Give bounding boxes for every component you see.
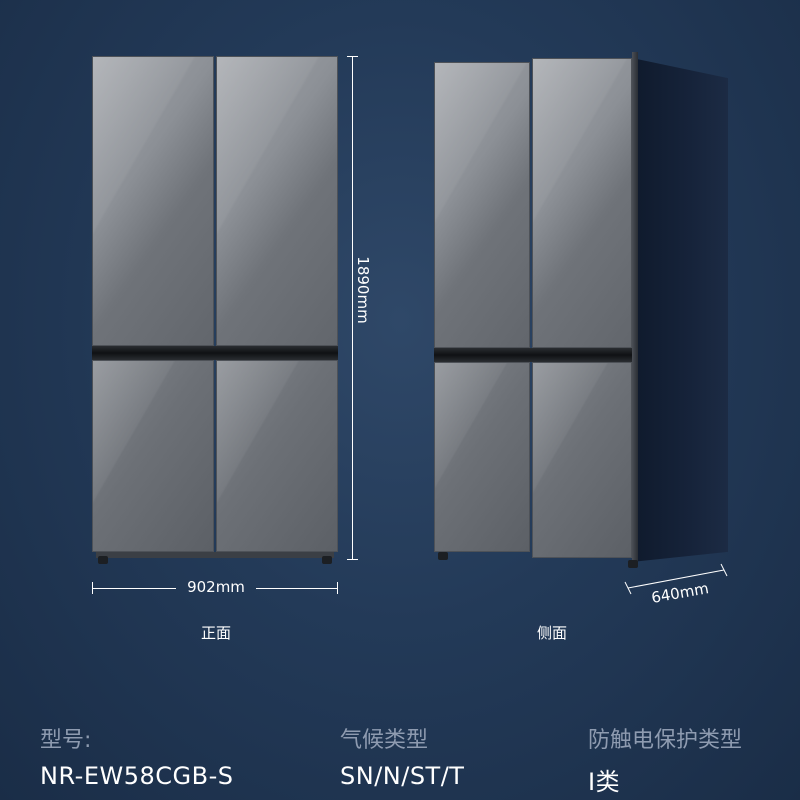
front-view-fridge-image: [92, 56, 338, 564]
height-dimension-line: [352, 56, 353, 560]
height-dimension-bottom-tick: [347, 559, 358, 560]
front-view-label: 正面: [200, 624, 231, 642]
climate-type-label: 气候类型: [340, 728, 429, 753]
depth-dimension-line: [624, 563, 728, 595]
side-left-foot: [438, 552, 448, 560]
model-label: 型号:: [40, 728, 92, 753]
upper-right-door: [216, 56, 338, 346]
shock-protection-label: 防触电保护类型: [588, 728, 743, 753]
shock-protection-value: I类: [588, 768, 621, 796]
side-right-foot: [628, 560, 638, 568]
side-upper-left-door: [434, 62, 530, 348]
width-dimension-left-tick: [92, 582, 93, 594]
height-dimension-top-tick: [347, 56, 358, 57]
lower-left-drawer: [92, 360, 214, 552]
width-dimension-right-tick: [337, 582, 338, 594]
center-handle-bar: [92, 346, 338, 360]
height-dimension-label: 1890mm: [354, 256, 372, 324]
lower-right-drawer: [216, 360, 338, 552]
climate-type-value: SN/N/ST/T: [340, 762, 465, 790]
base-trim: [96, 552, 334, 558]
width-dimension-line-left: [92, 588, 176, 589]
side-upper-right-door: [532, 58, 632, 348]
width-dimension-label: 902mm: [187, 578, 245, 596]
side-panel: [632, 58, 728, 562]
side-center-handle-bar: [434, 348, 632, 362]
side-view-fridge-image: [432, 52, 728, 572]
side-lower-left-drawer: [434, 362, 530, 552]
model-value: NR-EW58CGB-S: [40, 762, 234, 790]
side-lower-right-drawer: [532, 362, 632, 558]
side-view-label: 侧面: [536, 624, 567, 642]
upper-left-door: [92, 56, 214, 346]
width-dimension-line-right: [256, 588, 338, 589]
left-foot: [98, 556, 108, 564]
side-edge: [632, 52, 638, 564]
right-foot: [322, 556, 332, 564]
